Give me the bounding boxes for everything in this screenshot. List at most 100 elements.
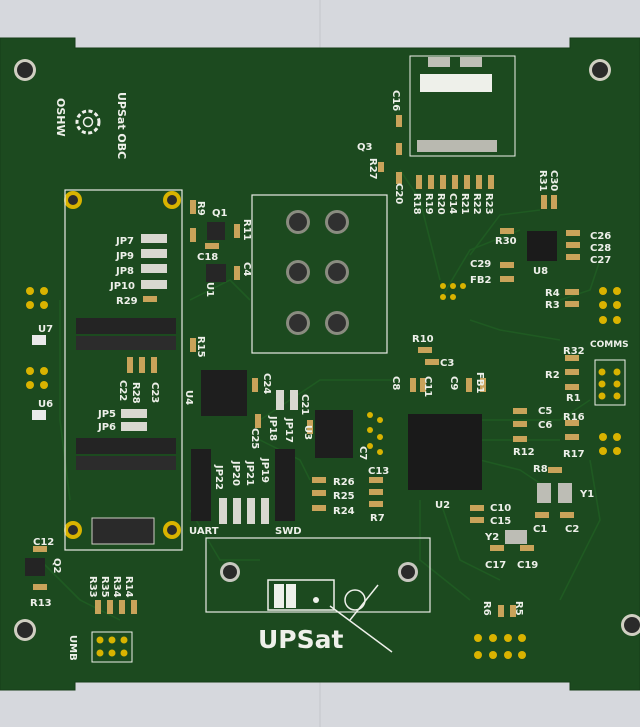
label-r7: R7: [370, 513, 385, 524]
label-r25: R25: [333, 491, 355, 502]
label-umb: UMB: [67, 635, 78, 661]
label-q2: Q2: [51, 558, 62, 574]
label-jp19: JP19: [259, 457, 270, 483]
label-r29: R29: [116, 296, 138, 307]
label-c24: C24: [261, 373, 272, 394]
silkscreen-labels-vertical: R9 R11 C4 U1 R15 U4 C22 R28 C23 C24 C25 …: [51, 90, 559, 661]
passive-components: [32, 115, 580, 617]
label-comms: COMMS: [590, 340, 629, 350]
label-c14: C14: [447, 193, 458, 214]
label-r5: R5: [513, 601, 524, 616]
label-c28: C28: [590, 243, 611, 254]
label-jp10: JP10: [109, 281, 135, 292]
gold-pads[interactable]: [26, 283, 621, 659]
label-c1: C1: [533, 524, 547, 535]
pcb-board: [0, 37, 640, 691]
label-c15: C15: [490, 516, 511, 527]
mounting-holes: [14, 59, 640, 641]
label-r12: R12: [513, 447, 535, 458]
label-fb1: FB1: [474, 372, 485, 393]
label-r26: R26: [333, 477, 355, 488]
label-c5: C5: [538, 406, 552, 417]
oshw-label: OSHW: [54, 98, 67, 137]
label-r15: R15: [195, 336, 206, 358]
label-r10: R10: [412, 334, 434, 345]
label-jp18: JP18: [267, 415, 278, 441]
label-jp9: JP9: [115, 251, 134, 262]
label-c23: C23: [149, 382, 160, 403]
label-r16: R16: [563, 412, 585, 423]
label-u3: U3: [302, 425, 313, 440]
label-r9: R9: [195, 201, 206, 216]
label-c4: C4: [241, 262, 252, 276]
label-c25: C25: [249, 428, 260, 449]
label-c9: C9: [448, 376, 459, 390]
label-r19: R19: [423, 193, 434, 215]
label-uart: UART: [189, 526, 219, 537]
label-r18: R18: [411, 193, 422, 215]
label-r21: R21: [459, 193, 470, 215]
label-c30: C30: [548, 170, 559, 191]
label-u6: U6: [38, 399, 53, 410]
label-c10: C10: [490, 503, 511, 514]
label-c11: C11: [422, 376, 433, 397]
label-y2: Y2: [484, 532, 499, 543]
label-r30: R30: [495, 236, 517, 247]
label-r11: R11: [241, 219, 252, 241]
label-jp7: JP7: [115, 236, 134, 247]
label-r24: R24: [333, 506, 355, 517]
label-r23: R23: [483, 193, 494, 215]
daughterboard-area: [64, 189, 183, 551]
label-fb2: FB2: [470, 275, 491, 286]
label-c2: C2: [565, 524, 579, 535]
label-c6: C6: [538, 420, 552, 431]
logo-text: UPSat: [258, 625, 343, 654]
label-c17: C17: [485, 560, 506, 571]
label-r34: R34: [111, 576, 122, 598]
label-r2: R2: [545, 370, 560, 381]
board-title: UPSat OBC: [115, 92, 128, 159]
label-jp8: JP8: [115, 266, 134, 277]
oshw-gear-icon: [75, 109, 101, 135]
label-q3: Q3: [357, 142, 373, 153]
label-u2: U2: [435, 500, 450, 511]
label-r6: R6: [481, 601, 492, 616]
label-r33: R33: [87, 576, 98, 598]
label-c8: C8: [390, 376, 401, 390]
label-c27: C27: [590, 255, 611, 266]
label-r13: R13: [30, 598, 52, 609]
label-c20: C20: [393, 183, 404, 204]
label-c12: C12: [33, 537, 54, 548]
label-u1: U1: [204, 282, 215, 297]
label-swd: SWD: [275, 526, 302, 537]
label-c21: C21: [299, 394, 310, 415]
label-r35: R35: [99, 576, 110, 598]
label-c29: C29: [470, 259, 491, 270]
label-jp6: JP6: [97, 422, 116, 433]
label-c26: C26: [590, 231, 611, 242]
label-u4: U4: [183, 390, 194, 405]
label-q1: Q1: [212, 208, 228, 219]
label-r27: R27: [367, 158, 378, 180]
label-jp17: JP17: [283, 417, 294, 443]
label-r31: R31: [537, 170, 548, 192]
label-c3: C3: [440, 358, 454, 369]
solder-jumpers: [121, 234, 298, 524]
label-c7: C7: [357, 446, 368, 460]
label-r1: R1: [566, 393, 581, 404]
label-c22: C22: [117, 380, 128, 401]
silkscreen-labels: JP7 JP9 JP8 JP10 R29 U7 U6 JP5 JP6 Q1 C1…: [30, 142, 629, 609]
label-u7: U7: [38, 324, 53, 335]
label-r4: R4: [545, 288, 560, 299]
sd-card-connector: [409, 55, 516, 157]
label-r14: R14: [123, 576, 134, 598]
pin-headers: [91, 359, 626, 663]
label-c16: C16: [390, 90, 401, 111]
label-r17: R17: [563, 449, 585, 460]
label-y1: Y1: [579, 489, 594, 500]
label-jp21: JP21: [244, 460, 255, 486]
label-r22: R22: [471, 193, 482, 215]
label-jp5: JP5: [97, 409, 116, 420]
label-r28: R28: [130, 382, 141, 404]
